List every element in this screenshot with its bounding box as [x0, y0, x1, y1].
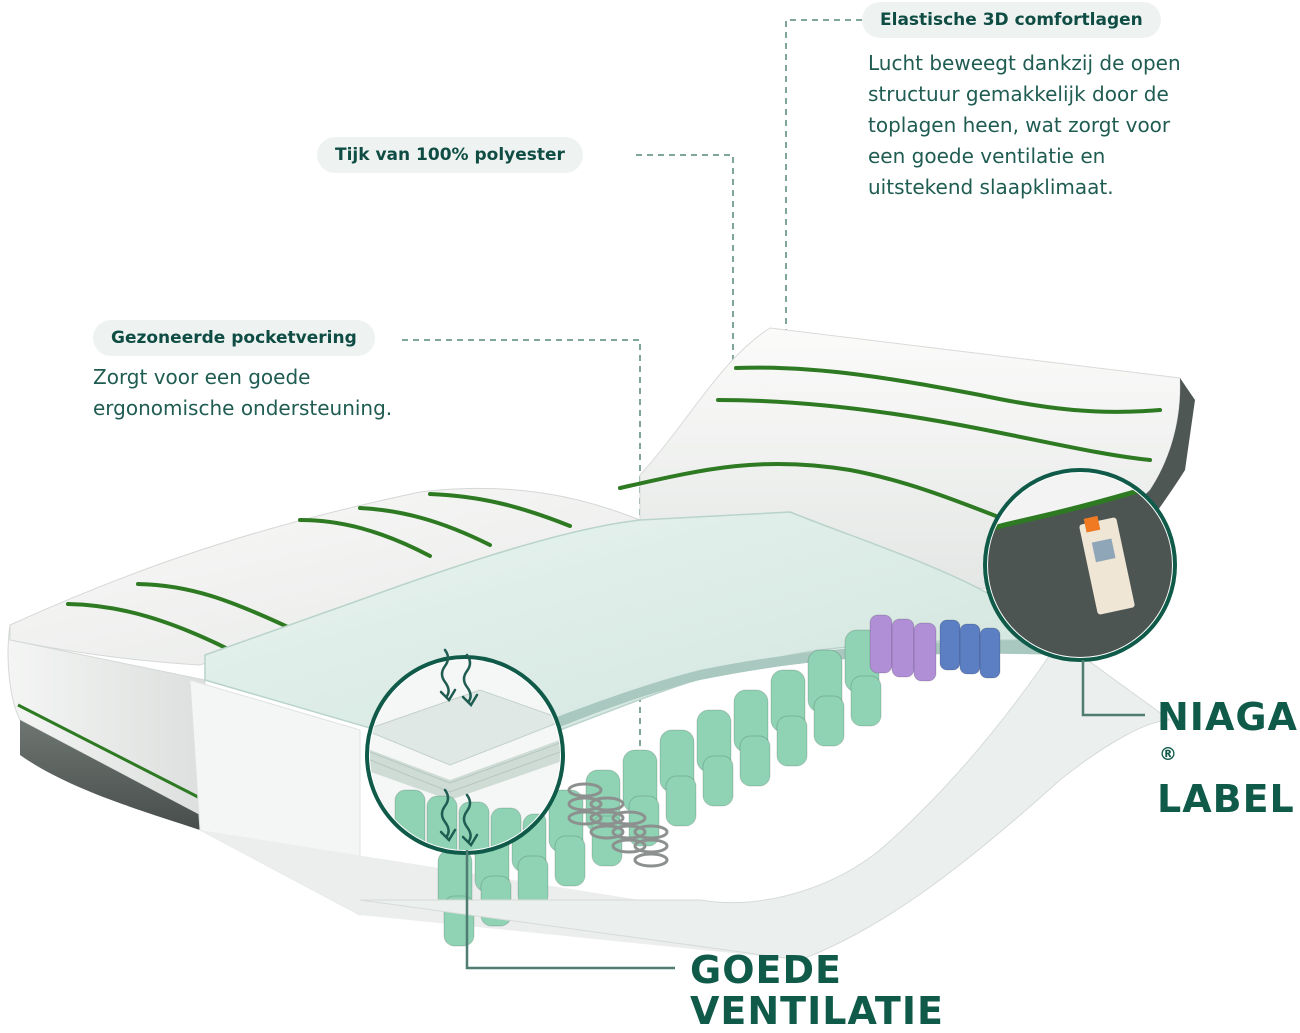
connector-elastic — [785, 19, 862, 546]
pocket-spring — [813, 695, 845, 747]
registered-mark: ® — [1159, 744, 1178, 765]
coil-spring — [633, 852, 669, 868]
tick-fabric-callout-title: Tijk van 100% polyester — [317, 137, 583, 173]
elastic-line-4: een goede ventilatie en — [868, 144, 1106, 168]
pocket-line-1: Zorgt voor een goede — [93, 365, 311, 389]
coil-spring — [567, 782, 603, 798]
pocket-spring — [776, 715, 808, 767]
ventilation-line-1: GOEDE — [690, 948, 842, 992]
ventilation-heading: GOEDE VENTILATIE — [690, 950, 944, 1032]
niaga-label-heading: NIAGA ® LABEL — [1157, 697, 1298, 820]
coil-spring — [567, 796, 603, 812]
connector-tick — [636, 154, 734, 440]
pocket-spring — [850, 675, 882, 727]
pocket-spring — [665, 775, 697, 827]
elastic-layers-callout-text: Lucht beweegt dankzij de open structuur … — [868, 48, 1181, 203]
coil-spring — [589, 796, 625, 812]
pocket-spring — [739, 735, 771, 787]
coil-spring — [589, 824, 625, 840]
elastic-line-5: uitstekend slaapklimaat. — [868, 175, 1114, 199]
pocket-spring — [554, 835, 586, 887]
pocket-spring — [702, 755, 734, 807]
big-label-leaders — [465, 660, 1145, 970]
coil-spring — [633, 838, 669, 854]
elastic-line-3: toplagen heen, wat zorgt voor — [868, 113, 1171, 137]
niaga-label-line-1: NIAGA — [1157, 695, 1298, 739]
pocket-spring — [517, 855, 549, 907]
mattress-front-edge — [7, 624, 206, 830]
pocket-spring — [939, 619, 961, 671]
niaga-label-detail-circle — [983, 468, 1177, 662]
elastic-layers-callout-title: Elastische 3D comfortlagen — [862, 2, 1161, 38]
coil-spring — [633, 824, 669, 840]
pocket-spring-callout-title: Gezoneerde pocketvering — [93, 320, 375, 356]
pocket-spring-callout-text: Zorgt voor een goede ergonomische onders… — [93, 362, 392, 424]
pocket-spring — [869, 614, 893, 674]
elastic-line-2: structuur gemakkelijk door de — [868, 82, 1169, 106]
leader-niaga — [1081, 660, 1145, 717]
pocket-spring — [458, 801, 490, 850]
pocket-spring — [959, 623, 981, 675]
pocket-spring — [891, 618, 915, 678]
coil-spring — [611, 810, 647, 826]
airflow-arrows-icon — [439, 648, 479, 848]
pocket-spring — [913, 622, 937, 682]
elastic-line-1: Lucht beweegt dankzij de open — [868, 51, 1181, 75]
niaga-label-line-2: LABEL — [1157, 777, 1295, 821]
pocket-spring — [979, 627, 1001, 679]
ventilation-line-2: VENTILATIE — [690, 989, 944, 1033]
pocket-spring-rows — [437, 614, 1001, 947]
coil-spring — [611, 824, 647, 840]
coil-spring — [567, 810, 603, 826]
leader-ventilation — [465, 850, 675, 970]
coil-spring — [611, 838, 647, 854]
pocket-line-2: ergonomische ondersteuning. — [93, 396, 393, 420]
coil-spring — [589, 810, 625, 826]
